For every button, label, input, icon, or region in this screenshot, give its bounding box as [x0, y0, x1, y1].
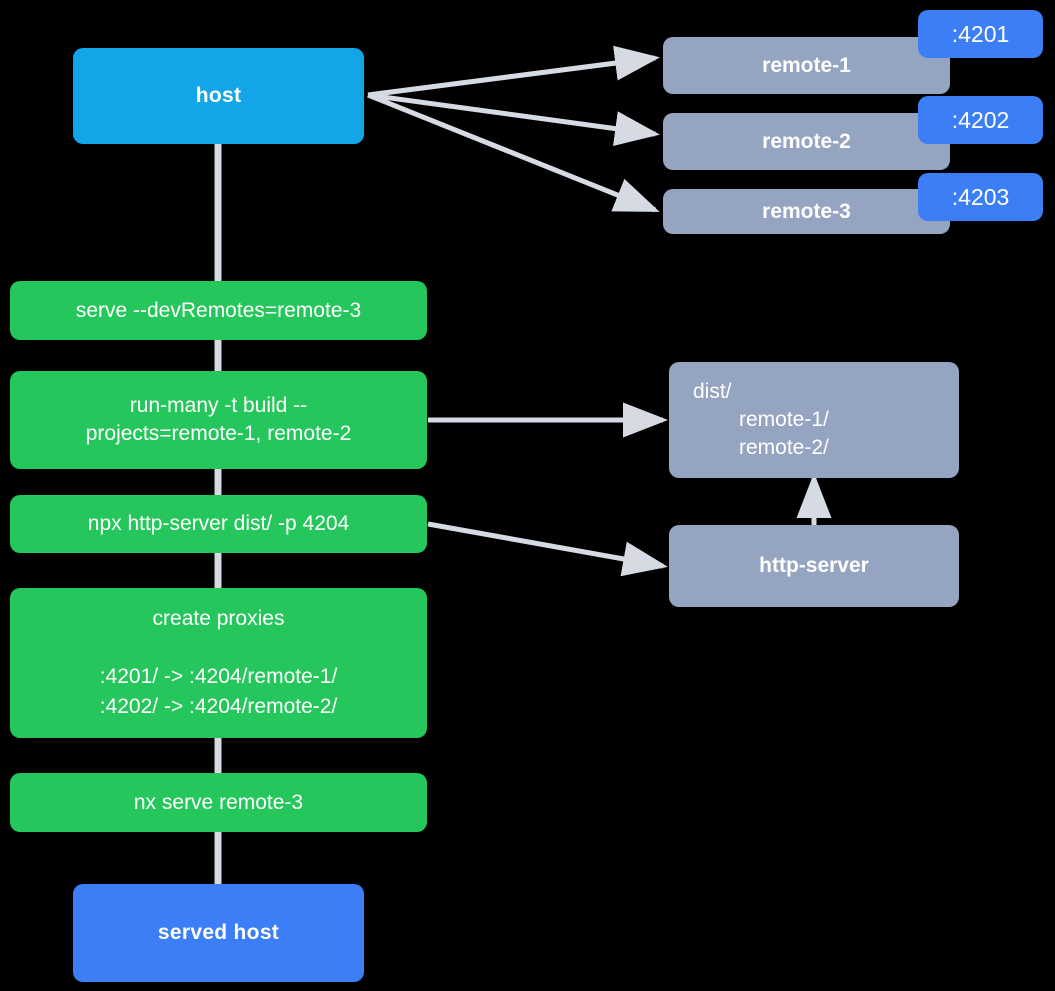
edge-host-to-remote-1 — [367, 45, 660, 98]
node-remote-3-label: remote-3 — [762, 199, 851, 223]
node-host[interactable]: host — [73, 48, 364, 144]
node-command-create-proxies-title: create proxies — [152, 607, 285, 631]
node-remote-1-label: remote-1 — [762, 53, 851, 77]
badge-remote-3-port: :4203 — [918, 173, 1043, 221]
node-command-serve-label: serve --devRemotes=remote-3 — [75, 298, 362, 322]
edge-host-to-remote-3 — [367, 92, 660, 213]
node-dist-line1: dist/ — [693, 379, 732, 403]
node-command-npx-http-server-label: npx http-server dist/ -p 4204 — [87, 512, 350, 535]
edge-npx-to-httpserver — [427, 521, 668, 577]
node-command-run-many[interactable]: run-many -t build -- projects=remote-1, … — [10, 371, 427, 469]
node-dist-line3: remote-2/ — [739, 436, 829, 460]
node-dist-line2: remote-1/ — [739, 407, 829, 431]
node-command-create-proxies-line1: :4201/ -> :4204/remote-1/ — [99, 665, 338, 689]
badge-remote-1-port-label: :4201 — [951, 20, 1010, 47]
node-command-run-many-line2: projects=remote-1, remote-2 — [85, 422, 352, 445]
badge-remote-1-port: :4201 — [918, 10, 1043, 58]
edge-host-to-remote-2 — [367, 92, 660, 146]
node-remote-1[interactable]: remote-1 — [663, 37, 950, 94]
node-dist-folder[interactable]: dist/ remote-1/ remote-2/ — [669, 362, 959, 478]
node-http-server[interactable]: http-server — [669, 525, 959, 607]
node-command-serve[interactable]: serve --devRemotes=remote-3 — [10, 281, 427, 340]
badge-remote-2-port-label: :4202 — [951, 106, 1010, 133]
node-served-host-label: served host — [157, 921, 280, 944]
node-remote-2[interactable]: remote-2 — [663, 113, 950, 170]
node-command-nx-serve-remote-3[interactable]: nx serve remote-3 — [10, 773, 427, 832]
node-command-run-many-line1: run-many -t build -- — [129, 393, 308, 417]
node-command-npx-http-server[interactable]: npx http-server dist/ -p 4204 — [10, 495, 427, 553]
node-remote-2-label: remote-2 — [762, 129, 851, 153]
node-served-host[interactable]: served host — [73, 884, 364, 982]
node-host-label: host — [195, 84, 242, 107]
badge-remote-3-port-label: :4203 — [951, 183, 1010, 210]
node-http-server-label: http-server — [759, 554, 869, 577]
node-command-nx-serve-remote-3-label: nx serve remote-3 — [133, 790, 304, 814]
node-remote-3[interactable]: remote-3 — [663, 189, 950, 234]
node-command-create-proxies-line2: :4202/ -> :4204/remote-2/ — [99, 694, 338, 718]
badge-remote-2-port: :4202 — [918, 96, 1043, 144]
node-command-create-proxies[interactable]: create proxies :4201/ -> :4204/remote-1/… — [10, 588, 427, 738]
